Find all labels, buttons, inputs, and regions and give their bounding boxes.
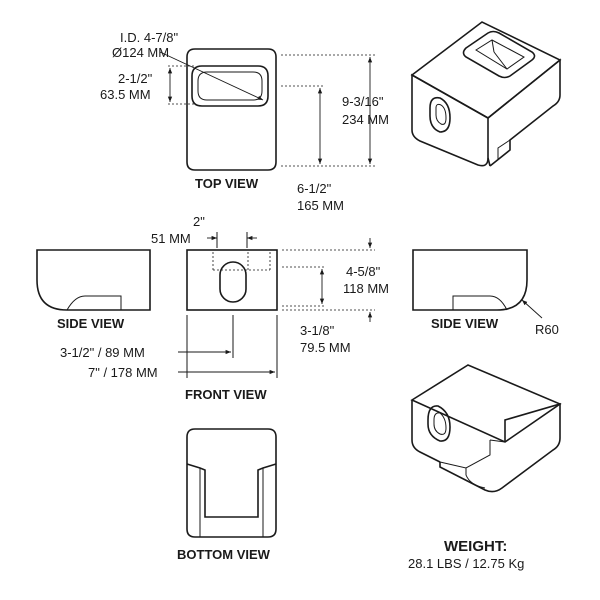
- body-height-inch-label: 6-1/2": [297, 181, 332, 196]
- id-mm-label: Ø124 MM: [112, 45, 169, 60]
- bottom-view-title: BOTTOM VIEW: [177, 547, 271, 562]
- side-view-right: [412, 249, 543, 319]
- front-view: [178, 232, 375, 378]
- slot-width-mm-label: 63.5 MM: [100, 87, 151, 102]
- front-height-mm-label: 118 MM: [343, 281, 389, 296]
- front-view-title: FRONT VIEW: [185, 387, 267, 402]
- top-view: [159, 48, 375, 171]
- hole-width-mm-label: 51 MM: [151, 231, 191, 246]
- hole-height-mm-label: 79.5 MM: [300, 340, 351, 355]
- total-height-mm-label: 234 MM: [342, 112, 389, 127]
- side-view-right-title: SIDE VIEW: [431, 316, 499, 331]
- top-view-title: TOP VIEW: [195, 176, 259, 191]
- width-label: 7" / 178 MM: [88, 365, 158, 380]
- hole-offset-label: 3-1/2" / 89 MM: [60, 345, 145, 360]
- front-height-inch-label: 4-5/8": [346, 264, 381, 279]
- body-height-mm-label: 165 MM: [297, 198, 344, 213]
- weight-label: WEIGHT:: [444, 538, 507, 555]
- weight-value: 28.1 LBS / 12.75 Kg: [408, 556, 524, 571]
- hole-width-inch-label: 2": [193, 214, 205, 229]
- side-view-left-title: SIDE VIEW: [57, 316, 125, 331]
- radius-label: R60: [535, 322, 559, 337]
- side-view-left: [36, 249, 151, 311]
- bottom-view: [186, 428, 277, 538]
- isometric-view-top: [410, 21, 562, 167]
- hole-height-inch-label: 3-1/8": [300, 323, 335, 338]
- isometric-view-bottom: [410, 364, 562, 493]
- slot-width-inch-label: 2-1/2": [118, 71, 153, 86]
- id-inch-label: I.D. 4-7/8": [120, 30, 178, 45]
- total-height-inch-label: 9-3/16": [342, 94, 384, 109]
